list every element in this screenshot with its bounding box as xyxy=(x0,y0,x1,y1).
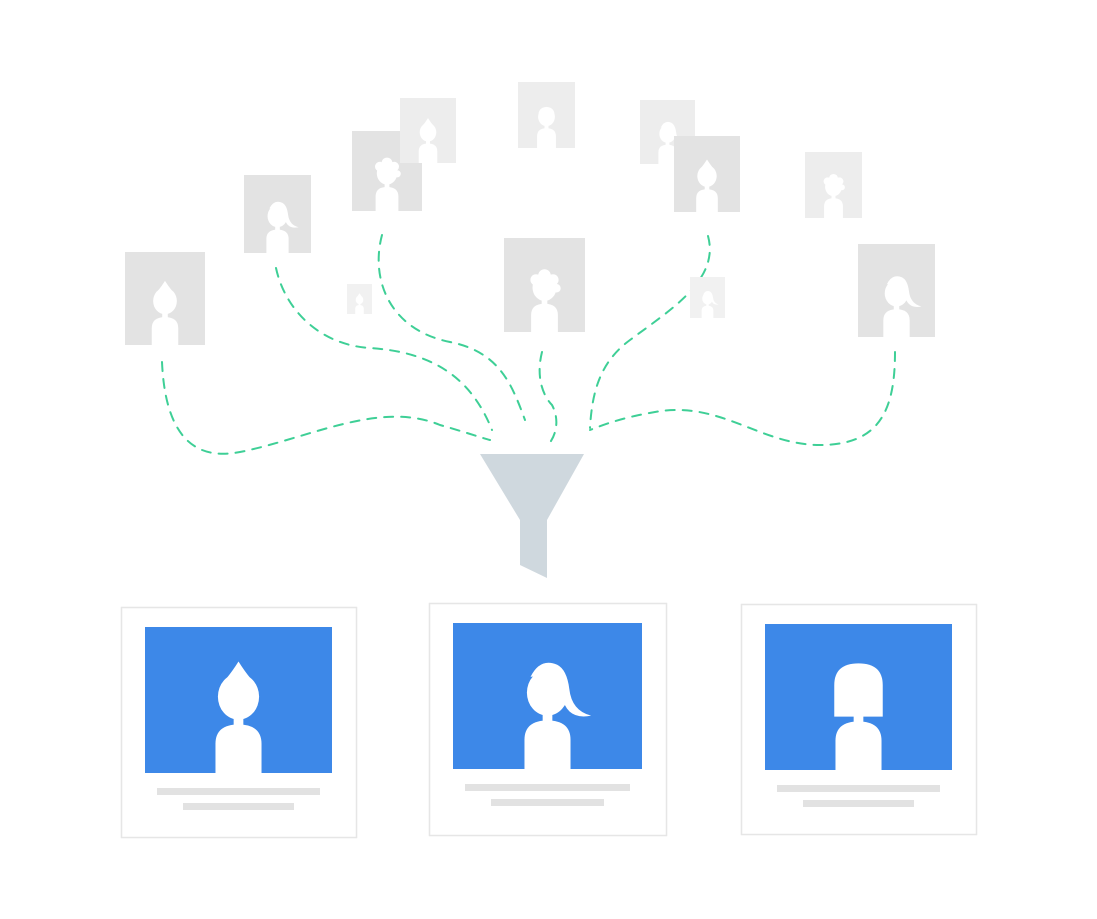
person-silhouette-icon xyxy=(701,291,719,318)
person-silhouette-icon xyxy=(524,662,592,769)
profile-card xyxy=(740,603,978,836)
connector-path xyxy=(589,351,896,447)
candidate-photo xyxy=(858,244,935,338)
person-silhouette-icon xyxy=(530,269,561,332)
person-silhouette-icon xyxy=(537,106,556,148)
profile-name-placeholder xyxy=(777,785,940,792)
candidate-photo xyxy=(125,252,205,345)
candidate-photos xyxy=(125,82,935,345)
connector-paths xyxy=(161,234,896,455)
connector-path xyxy=(377,234,526,421)
person-silhouette-icon xyxy=(375,157,401,211)
funnel-icon xyxy=(480,454,584,578)
profile-detail-placeholder xyxy=(183,803,294,810)
candidate-photo xyxy=(244,175,311,253)
person-silhouette-icon xyxy=(823,173,845,218)
connector-path xyxy=(275,267,493,431)
funnel-shape xyxy=(480,454,584,578)
person-silhouette-icon xyxy=(355,293,364,314)
profile-name-placeholder xyxy=(157,788,320,795)
connector-path xyxy=(161,361,491,455)
person-silhouette-icon xyxy=(151,280,179,345)
person-silhouette-icon xyxy=(883,276,922,338)
candidate-photo xyxy=(400,98,456,163)
profile-detail-placeholder xyxy=(491,799,604,806)
person-silhouette-icon xyxy=(418,118,438,163)
profile-card xyxy=(428,602,668,837)
profile-name-placeholder xyxy=(465,784,630,791)
profile-card xyxy=(120,606,358,839)
candidate-photo xyxy=(347,284,372,314)
candidate-photo xyxy=(504,238,585,332)
person-silhouette-icon xyxy=(834,663,883,770)
person-silhouette-icon xyxy=(696,159,718,212)
selected-profile-cards xyxy=(120,602,978,839)
candidate-photo xyxy=(690,277,725,318)
candidate-photo xyxy=(518,82,575,148)
connector-path xyxy=(589,235,711,429)
profile-detail-placeholder xyxy=(803,800,914,807)
connector-path xyxy=(538,351,558,446)
person-silhouette-icon xyxy=(266,201,299,253)
person-silhouette-icon xyxy=(658,121,685,164)
person-silhouette-icon xyxy=(215,661,262,773)
candidate-photo xyxy=(805,152,862,218)
candidate-photo xyxy=(674,136,740,212)
